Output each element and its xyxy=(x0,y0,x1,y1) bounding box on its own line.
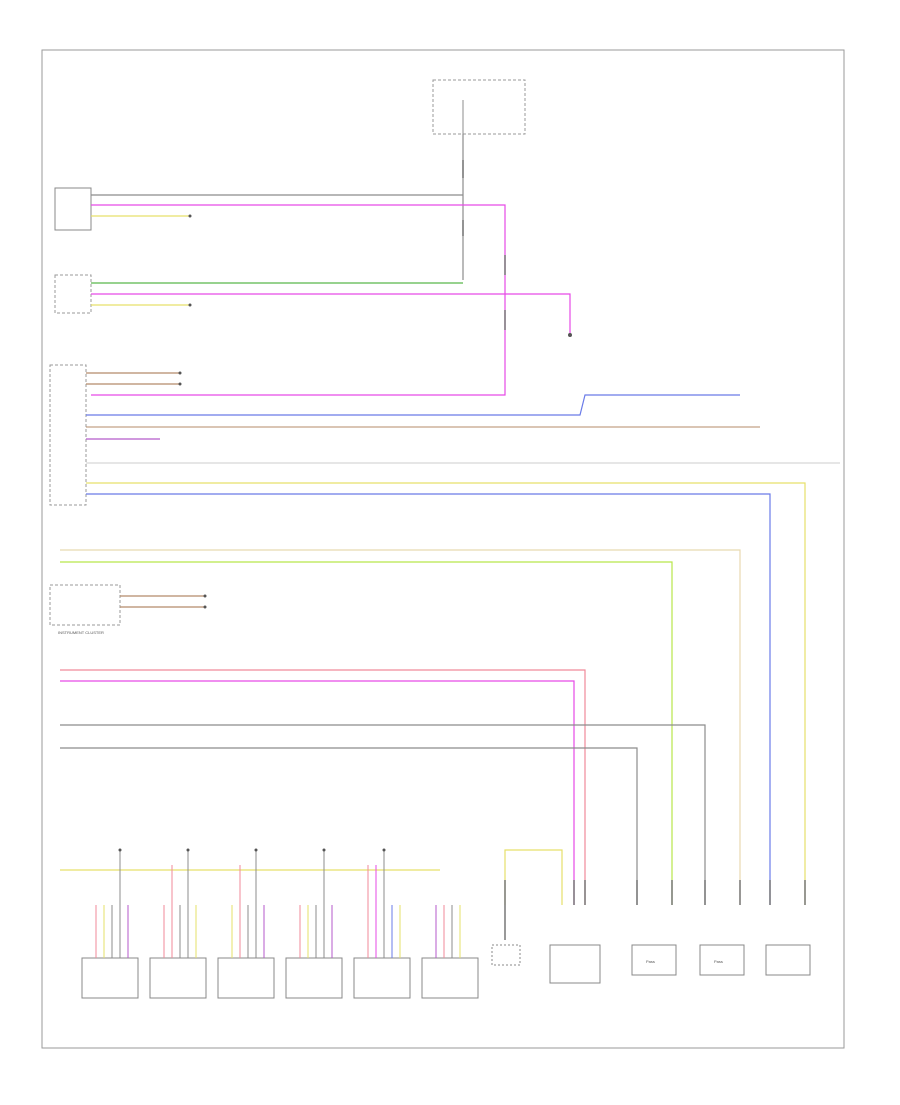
component-t3-box xyxy=(217,957,275,999)
component-c3-box xyxy=(49,364,87,506)
t6-leads xyxy=(435,905,461,958)
component-t4-box xyxy=(285,957,343,999)
component-s3-box xyxy=(765,944,811,976)
t4-leads xyxy=(299,850,333,958)
component-t5-box xyxy=(353,957,411,999)
component-t1-box xyxy=(81,957,139,999)
t2-leads xyxy=(163,850,197,958)
diagram-frame xyxy=(41,49,845,1049)
component-s1-label: Pass xyxy=(646,959,655,964)
component-b2-box xyxy=(549,944,601,984)
component-t2-box xyxy=(149,957,207,999)
wire-gray-1 xyxy=(60,724,706,905)
wire-gray-2 xyxy=(60,747,638,905)
wire-c3-blue xyxy=(86,394,740,416)
wire-c2-magenta xyxy=(91,293,571,335)
component-c4-box xyxy=(49,584,121,626)
wire-bus-tan xyxy=(60,549,741,905)
power-supply-box xyxy=(432,79,526,135)
wire-pair-pink xyxy=(60,669,586,905)
component-s2-box xyxy=(699,944,745,976)
bottom-connector-group xyxy=(81,850,479,999)
t5-leads xyxy=(367,850,401,958)
component-s2-label: Pass xyxy=(714,959,723,964)
component-c2-box xyxy=(54,274,92,314)
component-b1-box xyxy=(491,944,521,966)
terminal-dots xyxy=(118,214,572,852)
t1-leads xyxy=(95,850,129,958)
component-c1-box xyxy=(54,187,92,231)
component-c4-label: INSTRUMENT CLUSTER xyxy=(58,630,104,635)
t3-leads xyxy=(231,850,265,958)
wire-c3-blue-2 xyxy=(86,493,771,905)
wire-c3-yellow xyxy=(86,482,806,905)
wire-c1-magenta xyxy=(91,204,506,396)
wire-bottom-tan xyxy=(504,849,563,905)
wire-pair-magenta xyxy=(60,680,575,905)
component-s1-box xyxy=(631,944,677,976)
wire-bus-lime xyxy=(60,561,673,905)
component-t6-box xyxy=(421,957,479,999)
pin-marks xyxy=(462,160,806,940)
